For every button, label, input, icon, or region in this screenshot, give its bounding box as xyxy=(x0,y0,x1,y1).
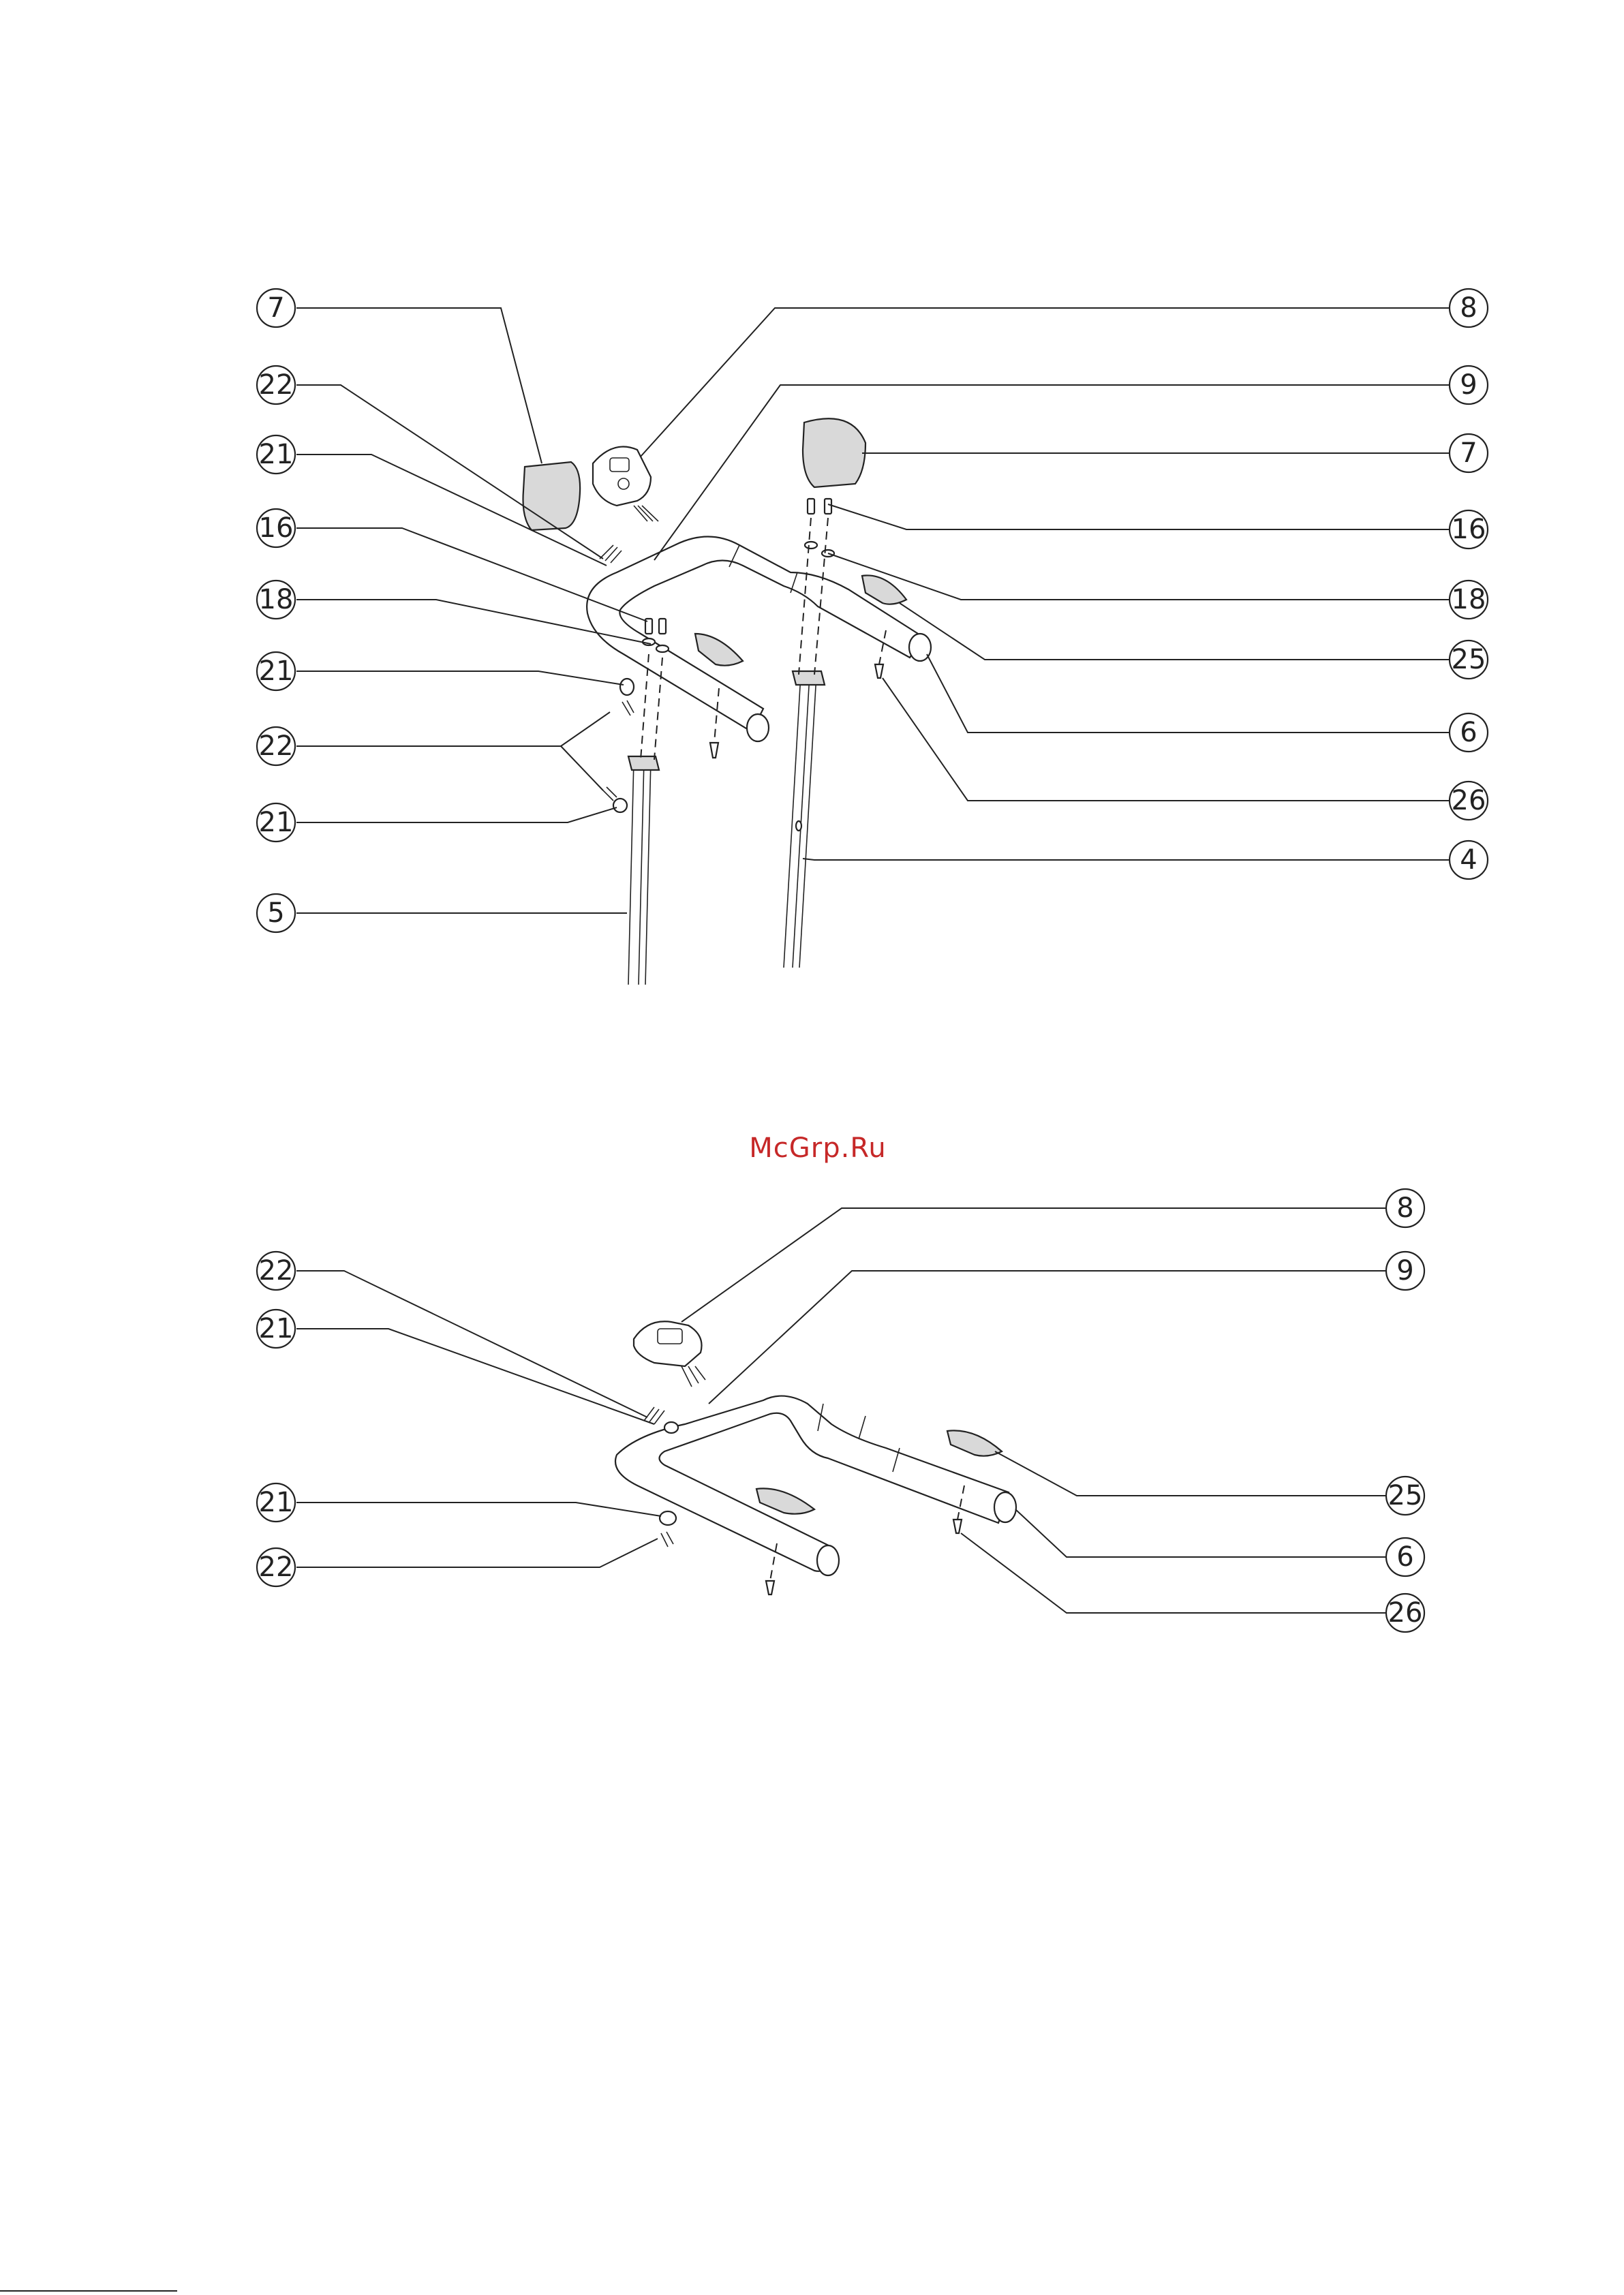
watermark-text: McGrp.Ru xyxy=(749,1133,886,1164)
upright-bracket-right xyxy=(793,671,825,685)
top-callouts-left: 7 22 21 16 18 21 22 21 5 xyxy=(257,289,295,932)
upright-tube-left xyxy=(628,760,651,985)
callout-22-top-left: 22 xyxy=(257,366,295,404)
callout-22-bottom-left: 22 xyxy=(257,1252,295,1290)
pulse-grip-left-bottom xyxy=(756,1488,814,1513)
callout-5-top-left: 5 xyxy=(257,894,295,932)
callout-21-top-left: 21 xyxy=(257,435,295,474)
callout-7-top-right: 7 xyxy=(1450,434,1488,472)
callout-7-top-left: 7 xyxy=(257,289,295,327)
bottom-callouts-right: 8 9 25 6 26 xyxy=(1386,1189,1424,1632)
callout-16-top-right: 16 xyxy=(1450,510,1488,549)
callout-25-top-right: 25 xyxy=(1450,641,1488,679)
callout-label: 4 xyxy=(1460,844,1477,876)
handlebar-frame xyxy=(587,537,931,742)
callout-label: 7 xyxy=(1460,437,1477,469)
bottom-leader-lines xyxy=(296,1208,1389,1613)
bottom-callouts-left: 22 21 21 22 xyxy=(257,1252,295,1586)
callout-21b-top-left: 21 xyxy=(257,652,295,690)
end-cap-right xyxy=(803,418,865,487)
bolts-left xyxy=(641,619,669,760)
callout-label: 22 xyxy=(259,369,294,401)
callout-16-top-left: 16 xyxy=(257,509,295,547)
bottom-assembly-diagram xyxy=(296,1208,1389,1613)
console-display xyxy=(593,447,658,522)
callout-8-top-right: 8 xyxy=(1450,289,1488,327)
callout-label: 18 xyxy=(1452,584,1486,615)
callout-label: 16 xyxy=(259,512,294,544)
pulse-grip-right-bottom xyxy=(947,1430,1002,1455)
callout-label: 21 xyxy=(259,439,294,470)
callout-25-bottom-right: 25 xyxy=(1386,1477,1424,1515)
callout-label: 26 xyxy=(1388,1597,1423,1629)
pulse-grip-left xyxy=(695,634,743,666)
callout-26-bottom-right: 26 xyxy=(1386,1594,1424,1632)
callout-21b-bottom-left: 21 xyxy=(257,1483,295,1522)
callout-label: 21 xyxy=(259,656,294,687)
callout-label: 21 xyxy=(259,1313,294,1344)
callout-label: 21 xyxy=(259,1487,294,1518)
callout-label: 8 xyxy=(1460,292,1477,324)
callout-18-top-right: 18 xyxy=(1450,581,1488,619)
callout-label: 26 xyxy=(1452,785,1486,816)
top-callouts-right: 8 9 7 16 18 25 6 26 4 xyxy=(1450,289,1488,879)
callout-label: 7 xyxy=(267,292,284,324)
callout-22b-top-left: 22 xyxy=(257,727,295,765)
callout-label: 25 xyxy=(1388,1480,1423,1511)
callout-label: 21 xyxy=(259,807,294,838)
callout-label: 22 xyxy=(259,730,294,762)
callout-21-bottom-left: 21 xyxy=(257,1310,295,1348)
callout-6-bottom-right: 6 xyxy=(1386,1538,1424,1576)
callout-9-top-right: 9 xyxy=(1450,366,1488,404)
callout-label: 9 xyxy=(1460,369,1477,401)
callout-4-top-right: 4 xyxy=(1450,841,1488,879)
callout-label: 8 xyxy=(1396,1192,1413,1224)
callout-label: 25 xyxy=(1452,644,1486,675)
callout-26-top-right: 26 xyxy=(1450,782,1488,820)
callout-6-top-right: 6 xyxy=(1450,713,1488,752)
upright-tube-right xyxy=(784,675,816,968)
callout-22b-bottom-left: 22 xyxy=(257,1548,295,1586)
callout-9-bottom-right: 9 xyxy=(1386,1252,1424,1290)
callout-8-bottom-right: 8 xyxy=(1386,1189,1424,1227)
callout-label: 16 xyxy=(1452,514,1486,545)
callout-label: 22 xyxy=(259,1552,294,1583)
callout-label: 22 xyxy=(259,1255,294,1287)
callout-label: 6 xyxy=(1396,1541,1413,1573)
callout-label: 5 xyxy=(267,897,284,929)
pulse-grip-right xyxy=(862,575,906,604)
end-cap-left xyxy=(523,462,581,530)
console-display-bottom xyxy=(634,1321,705,1387)
callout-label: 9 xyxy=(1396,1255,1413,1287)
callout-label: 18 xyxy=(259,584,294,615)
top-assembly-diagram xyxy=(296,308,1450,985)
callout-18-top-left: 18 xyxy=(257,581,295,619)
callout-21c-top-left: 21 xyxy=(257,803,295,842)
callout-label: 6 xyxy=(1460,717,1477,748)
